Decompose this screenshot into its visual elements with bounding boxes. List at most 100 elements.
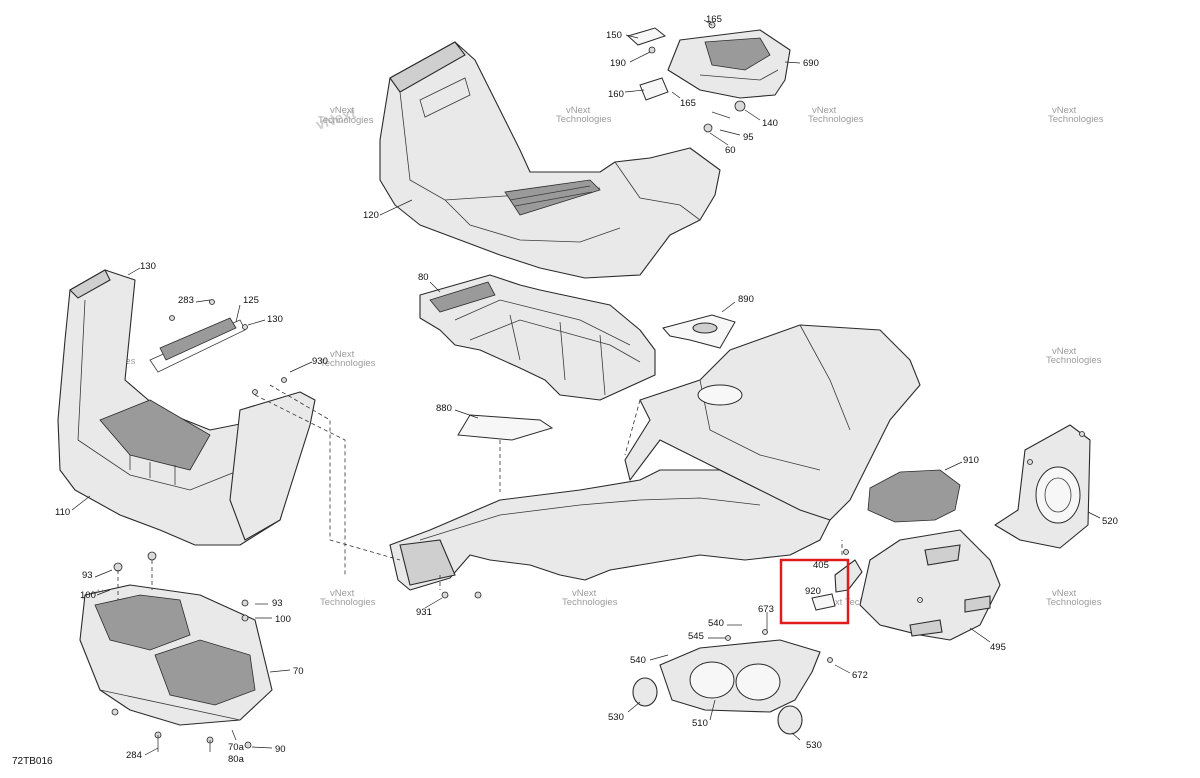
svg-text:Technologies: Technologies — [1046, 597, 1102, 608]
svg-text:Technologies: Technologies — [1048, 114, 1104, 125]
svg-text:110: 110 — [55, 507, 70, 518]
svg-text:165: 165 — [706, 14, 722, 25]
callout-931: 931 — [416, 597, 443, 618]
svg-text:520: 520 — [1102, 516, 1118, 527]
svg-text:Technologies: Technologies — [320, 358, 376, 369]
svg-text:165: 165 — [680, 98, 696, 109]
svg-text:890: 890 — [738, 294, 754, 305]
part-890-pad — [662, 314, 736, 349]
svg-text:283: 283 — [178, 295, 194, 306]
callouts-110-group: 130 283 125 130 930 110 — [55, 261, 328, 518]
svg-text:540: 540 — [708, 618, 724, 629]
svg-text:284: 284 — [126, 750, 142, 761]
svg-text:920: 920 — [805, 586, 821, 597]
svg-text:vNext Technologies: vNext Technologies — [818, 597, 900, 608]
svg-text:93: 93 — [272, 598, 283, 609]
part-70-floor — [79, 551, 273, 752]
callouts-510-group: 673 540 545 540 672 530 510 530 — [608, 604, 868, 751]
part-495-panel — [859, 529, 1001, 641]
part-530-lens-left — [632, 677, 658, 707]
svg-text:Technologies: Technologies — [808, 114, 864, 125]
svg-text:Technologies: Technologies — [320, 597, 376, 608]
svg-text:125: 125 — [243, 295, 259, 306]
svg-text:530: 530 — [806, 740, 822, 751]
svg-text:160: 160 — [608, 89, 624, 100]
right-fender — [624, 324, 921, 521]
svg-text:530: 530 — [608, 712, 624, 723]
svg-text:Technologies: Technologies — [562, 597, 618, 608]
svg-text:931: 931 — [416, 607, 432, 618]
part-520-housing — [994, 424, 1091, 549]
svg-text:910: 910 — [963, 455, 979, 466]
part-910-mat — [867, 469, 961, 523]
svg-text:vNext: vNext — [572, 588, 597, 599]
svg-text:100: 100 — [80, 590, 96, 601]
callout-880: 880 — [436, 403, 479, 419]
svg-text:70a: 70a — [228, 742, 245, 753]
svg-text:673: 673 — [758, 604, 774, 615]
part-690-bracket — [627, 21, 791, 133]
svg-text:Technologies: Technologies — [318, 115, 374, 126]
svg-text:545: 545 — [688, 631, 704, 642]
part-110-front-body — [57, 269, 316, 546]
part-530-lens-right — [777, 705, 803, 735]
part-120-rear-body — [379, 41, 721, 279]
svg-text:930: 930 — [312, 356, 328, 367]
center-body — [389, 469, 831, 599]
svg-text:vNext: vNext — [566, 105, 591, 116]
svg-text:80: 80 — [418, 272, 429, 283]
svg-text:140: 140 — [762, 118, 778, 129]
part-80-center-frame — [419, 274, 656, 401]
svg-text:vNext: vNext — [1052, 105, 1077, 116]
svg-text:vNext: vNext — [330, 349, 355, 360]
svg-text:510: 510 — [692, 718, 708, 729]
svg-text:vNext: vNext — [1052, 346, 1077, 357]
highlight-box — [779, 558, 850, 625]
callouts-690-group: 150 165 190 690 160 165 140 95 60 — [606, 14, 819, 156]
svg-text:495: 495 — [990, 642, 1006, 653]
svg-text:672: 672 — [852, 670, 868, 681]
svg-text:vNext: vNext — [330, 105, 355, 116]
svg-text:vNext: vNext — [812, 105, 837, 116]
callout-495: 495 — [969, 627, 1006, 653]
svg-text:150: 150 — [606, 30, 622, 41]
callout-120: 120 — [363, 199, 413, 221]
part-880-panel — [457, 414, 554, 441]
svg-text:100: 100 — [275, 614, 291, 625]
svg-text:540: 540 — [630, 655, 646, 666]
svg-text:70: 70 — [293, 666, 304, 677]
svg-text:130: 130 — [140, 261, 156, 272]
svg-text:130: 130 — [267, 314, 283, 325]
svg-text:vNext: vNext — [1052, 588, 1077, 599]
part-510-bezel — [659, 629, 833, 713]
svg-text:405: 405 — [813, 560, 829, 571]
svg-text:120: 120 — [363, 210, 379, 221]
svg-text:95: 95 — [743, 132, 754, 143]
callout-520: 520 — [1087, 511, 1118, 527]
svg-text:93: 93 — [82, 570, 93, 581]
callout-80: 80 — [418, 272, 441, 293]
svg-text:vNext: vNext — [330, 588, 355, 599]
svg-text:880: 880 — [436, 403, 452, 414]
callouts-70-group: 93 100 93 100 70 284 70a 80a 90 — [80, 569, 304, 765]
callout-890: 890 — [721, 294, 754, 313]
watermark: vNext Technologies — [818, 597, 900, 608]
svg-text:90: 90 — [275, 744, 286, 755]
svg-text:690: 690 — [803, 58, 819, 69]
svg-text:Technologies: Technologies — [1046, 355, 1102, 366]
figure-id: 72TB016 — [12, 756, 53, 767]
callout-910: 910 — [944, 455, 979, 471]
svg-text:Technologies: Technologies — [556, 114, 612, 125]
svg-text:60: 60 — [725, 145, 736, 156]
svg-text:80a: 80a — [228, 754, 245, 765]
